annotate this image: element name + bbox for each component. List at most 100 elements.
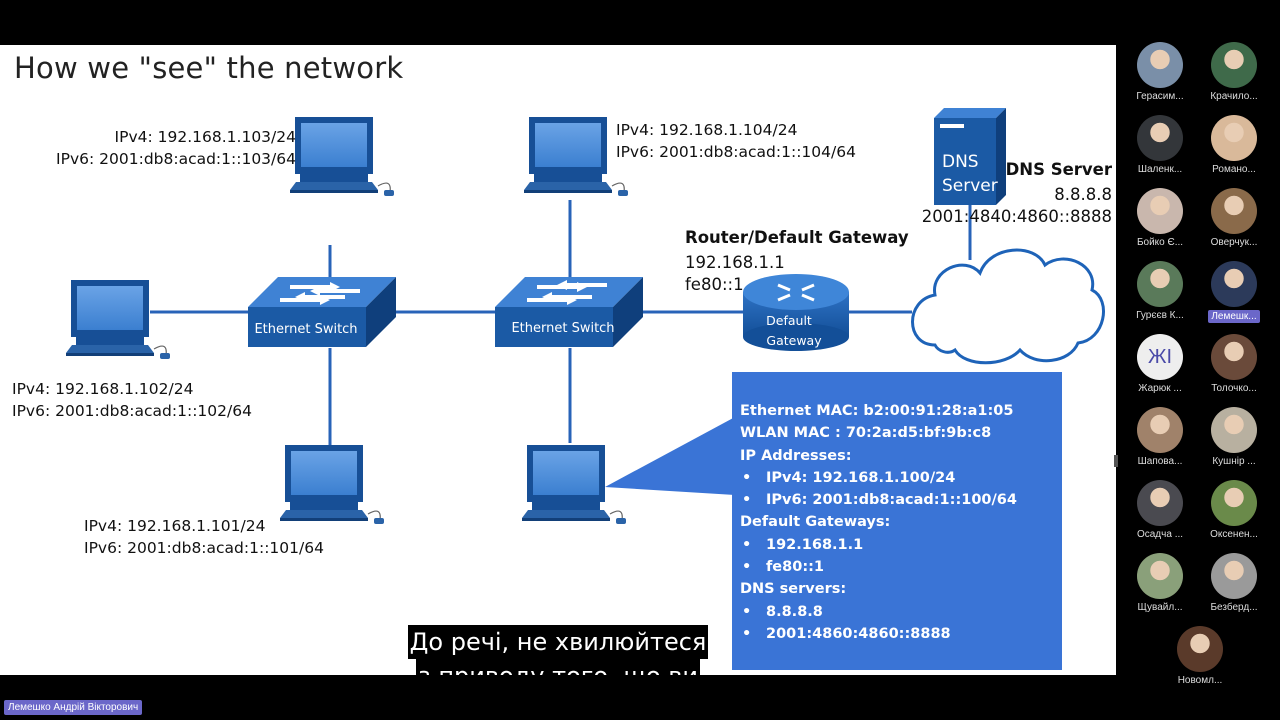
- dns-icon-label-line1: DNS: [942, 152, 979, 172]
- host-info-callout: Ethernet MAC: b2:00:91:28:a1:05 WLAN MAC…: [732, 372, 1062, 670]
- participant-tile[interactable]: Крачило...: [1194, 42, 1274, 102]
- participant-avatar: [1211, 42, 1257, 88]
- participant-avatar: [1211, 480, 1257, 526]
- pc-top-right-address: IPv4: 192.168.1.104/24 IPv6: 2001:db8:ac…: [616, 119, 856, 163]
- default-gateway-v6: fe80::1: [740, 556, 1062, 579]
- ip-addresses-header: IP Addresses:: [740, 447, 852, 464]
- internet-cloud-icon: [911, 248, 1105, 365]
- participant-name: Новомл...: [1177, 675, 1223, 686]
- participant-tile[interactable]: Толочко...: [1194, 334, 1274, 394]
- participant-avatar: [1137, 480, 1183, 526]
- switch-right-label: Ethernet Switch: [511, 321, 614, 336]
- pc-top-left-ipv6: IPv6: 2001:db8:acad:1::103/64: [56, 150, 296, 168]
- caption-subtitle: До речі, не хвилюйтеся з приводу того, щ…: [0, 625, 1116, 675]
- participant-avatar: [1137, 115, 1183, 161]
- participant-avatar: [1137, 188, 1183, 234]
- participant-tile[interactable]: Щувайл...: [1120, 553, 1200, 613]
- panel-collapse-handle[interactable]: [1114, 455, 1118, 467]
- participant-avatar: ЖІ: [1137, 334, 1183, 380]
- participant-tile[interactable]: Кушнір ...: [1194, 407, 1274, 467]
- dns-server-address: 8.8.8.8 2001:4840:4860::8888: [922, 184, 1112, 228]
- pc-top-left-icon: [289, 116, 395, 197]
- dns-server-icon: DNS Server: [934, 108, 1006, 205]
- pc-left-address: IPv4: 192.168.1.102/24 IPv6: 2001:db8:ac…: [12, 378, 252, 422]
- router-address: 192.168.1.1 fe80::1: [685, 252, 785, 296]
- pc-top-left-address: IPv4: 192.168.1.103/24 IPv6: 2001:db8:ac…: [56, 126, 296, 170]
- dns-server-ipv4: 8.8.8.8: [1054, 185, 1112, 204]
- pc-bottom-left-icon: [279, 444, 385, 525]
- participant-name: Бойко Є...: [1136, 237, 1184, 248]
- participant-tile[interactable]: Бойко Є...: [1120, 188, 1200, 248]
- slide-title: How we "see" the network: [14, 51, 404, 85]
- callout-pointer: [605, 417, 735, 495]
- participant-avatar: [1211, 188, 1257, 234]
- router-icon-label-line1: Default: [766, 313, 812, 328]
- participant-tile[interactable]: Безберд...: [1194, 553, 1274, 613]
- pc-top-right-ipv6: IPv6: 2001:db8:acad:1::104/64: [616, 143, 856, 161]
- dns-server-ipv6: 2001:4840:4860::8888: [921, 207, 1112, 226]
- participant-name: Оверчук...: [1210, 237, 1258, 248]
- router-ipv4: 192.168.1.1: [685, 253, 785, 272]
- ethernet-switch-left-icon: Ethernet Switch: [248, 277, 396, 347]
- dns-server-title: DNS Server: [1005, 160, 1112, 179]
- pc-left-icon: [65, 279, 171, 360]
- participant-name: Крачило...: [1210, 91, 1258, 102]
- dns-servers-header: DNS servers:: [740, 581, 847, 598]
- participant-avatar: [1211, 407, 1257, 453]
- router-ipv6: fe80::1: [685, 275, 744, 294]
- pc-top-right-icon: [523, 116, 629, 197]
- router-icon: Default Gateway: [743, 274, 849, 351]
- pc-top-right-ipv4: IPv4: 192.168.1.104/24: [616, 121, 798, 139]
- participant-tile[interactable]: ЖІ Жарюк ...: [1120, 334, 1200, 394]
- participant-avatar: [1211, 553, 1257, 599]
- participant-tile[interactable]: Оверчук...: [1194, 188, 1274, 248]
- participant-name: Щувайл...: [1137, 602, 1183, 613]
- ethernet-switch-right-icon: Ethernet Switch: [495, 277, 643, 347]
- participant-avatar: [1177, 626, 1223, 672]
- router-title: Router/Default Gateway: [685, 228, 909, 247]
- pc-bottom-left-ipv4: IPv4: 192.168.1.101/24: [84, 517, 266, 535]
- switch-left-label: Ethernet Switch: [254, 322, 357, 337]
- participant-tile[interactable]: Шаленк...: [1120, 115, 1200, 175]
- participant-name: Толочко...: [1211, 383, 1257, 394]
- participant-name: Осадча ...: [1136, 529, 1184, 540]
- ethernet-mac: Ethernet MAC: b2:00:91:28:a1:05: [740, 403, 1014, 419]
- participant-avatar: [1137, 407, 1183, 453]
- pc-top-left-ipv4: IPv4: 192.168.1.103/24: [114, 128, 296, 146]
- participant-tile[interactable]: Лемешк...: [1194, 261, 1274, 328]
- participant-name: Шаленк...: [1137, 164, 1183, 175]
- participant-avatar: [1137, 553, 1183, 599]
- participant-name: Гурєєв К...: [1136, 310, 1184, 321]
- participant-avatar: [1211, 334, 1257, 380]
- participant-name: Безберд...: [1210, 602, 1258, 613]
- participant-tile[interactable]: Осадча ...: [1120, 480, 1200, 540]
- participant-name: Лемешк...: [1208, 310, 1260, 323]
- participant-avatar: [1211, 261, 1257, 307]
- participant-name: Жарюк ...: [1138, 383, 1182, 394]
- participants-gallery: Герасим... Крачило... Шаленк... Романо... Бо…: [1120, 40, 1280, 690]
- participant-tile[interactable]: Романо...: [1194, 115, 1274, 175]
- participant-name: Оксенен...: [1210, 529, 1258, 540]
- ip-address-v6: IPv6: 2001:db8:acad:1::100/64: [740, 489, 1062, 512]
- participant-tile[interactable]: Гурєєв К...: [1120, 261, 1200, 321]
- pc-left-ipv6: IPv6: 2001:db8:acad:1::102/64: [12, 402, 252, 420]
- network-diagram: Ethernet Switch Ethernet Switch: [65, 108, 1105, 525]
- participant-tile[interactable]: Новомл...: [1160, 626, 1240, 686]
- participant-tile[interactable]: Оксенен...: [1194, 480, 1274, 540]
- ip-address-v4: IPv4: 192.168.1.100/24: [740, 467, 1062, 490]
- dns-icon-label-line2: Server: [942, 176, 998, 196]
- participant-name: Кушнір ...: [1212, 456, 1256, 467]
- default-gateways-header: Default Gateways:: [740, 514, 891, 531]
- caption-line-1: До речі, не хвилюйтеся: [407, 625, 709, 659]
- dns-server-v4: 8.8.8.8: [740, 601, 1062, 624]
- participant-avatar: [1137, 261, 1183, 307]
- participant-name: Романо...: [1212, 164, 1256, 175]
- router-icon-label-line2: Gateway: [766, 333, 822, 348]
- dns-server-v6: 2001:4860:4860::8888: [740, 623, 1062, 646]
- pc-bottom-left-ipv6: IPv6: 2001:db8:acad:1::101/64: [84, 539, 324, 557]
- participant-avatar: [1137, 42, 1183, 88]
- participant-tile[interactable]: Шапова...: [1120, 407, 1200, 467]
- pc-left-ipv4: IPv4: 192.168.1.102/24: [12, 380, 194, 398]
- participant-tile[interactable]: Герасим...: [1120, 42, 1200, 102]
- slide: Ethernet Switch Ethernet Switch: [0, 45, 1116, 675]
